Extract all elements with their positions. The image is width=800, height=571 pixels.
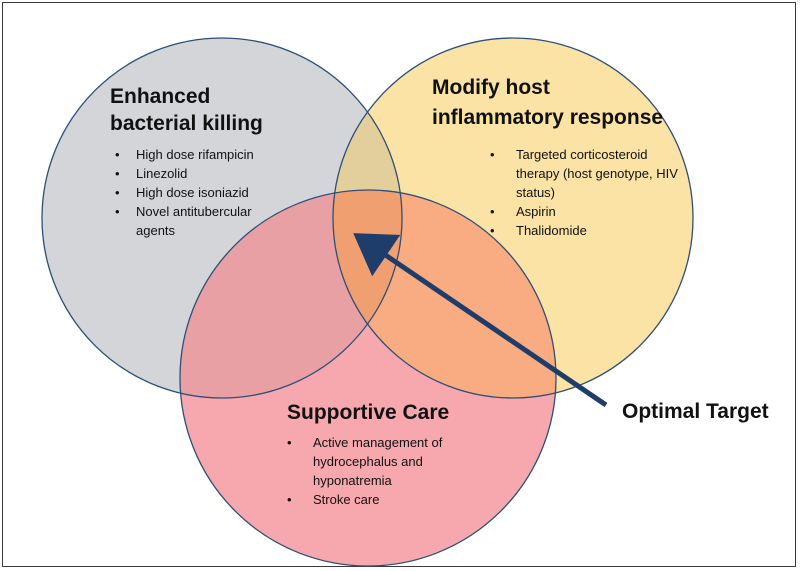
left-title-line: Enhanced [110,85,210,108]
bottom-bullet-text: hyponatremia [313,473,393,488]
left-title-line: bacterial killing [110,112,263,135]
bottom-title-line: Supportive Care [287,401,449,424]
left-bullet-text: agents [136,223,176,238]
left-bullet-text: Linezolid [136,166,187,181]
bullet-dot: • [287,435,292,450]
bottom-bullet-text: hydrocephalus and [313,454,423,469]
bullet-dot: • [115,147,120,162]
outline-bottom [179,189,557,567]
left-circle-text: Enhanced bacterial killing • High dose rifa… [110,85,263,238]
right-title-line: Modify host [432,76,550,99]
left-bullet-text: High dose rifampicin [136,147,254,162]
outline-right [332,37,694,399]
bottom-circle-text: Supportive Care • Active management of hydr… [287,401,449,507]
right-circle-text: Modify host inflammatory response • Targete… [432,76,678,238]
optimal-target-label: Optimal Target [622,400,769,423]
bullet-dot: • [287,492,292,507]
bullet-dot: • [115,166,120,181]
optimal-target-arrow [353,233,608,408]
left-bullet-text: High dose isoniazid [136,185,249,200]
right-bullet-text: therapy (host genotype, HIV [516,166,678,181]
bottom-bullet-text: Active management of [313,435,443,450]
right-bullet-text: status) [516,185,555,200]
bottom-bullet-text: Stroke care [313,492,379,507]
right-bullet-text: Aspirin [516,204,556,219]
outline-left [41,37,403,399]
right-bullet-text: Targeted corticosteroid [516,147,648,162]
right-title-line: inflammatory response [432,106,663,129]
bullet-dot: • [115,204,120,219]
bullet-dot: • [115,185,120,200]
left-bullet-text: Novel antitubercular [136,204,252,219]
bullet-dot: • [490,204,495,219]
bullet-dot: • [490,147,495,162]
right-bullet-text: Thalidomide [516,223,587,238]
bullet-dot: • [490,223,495,238]
